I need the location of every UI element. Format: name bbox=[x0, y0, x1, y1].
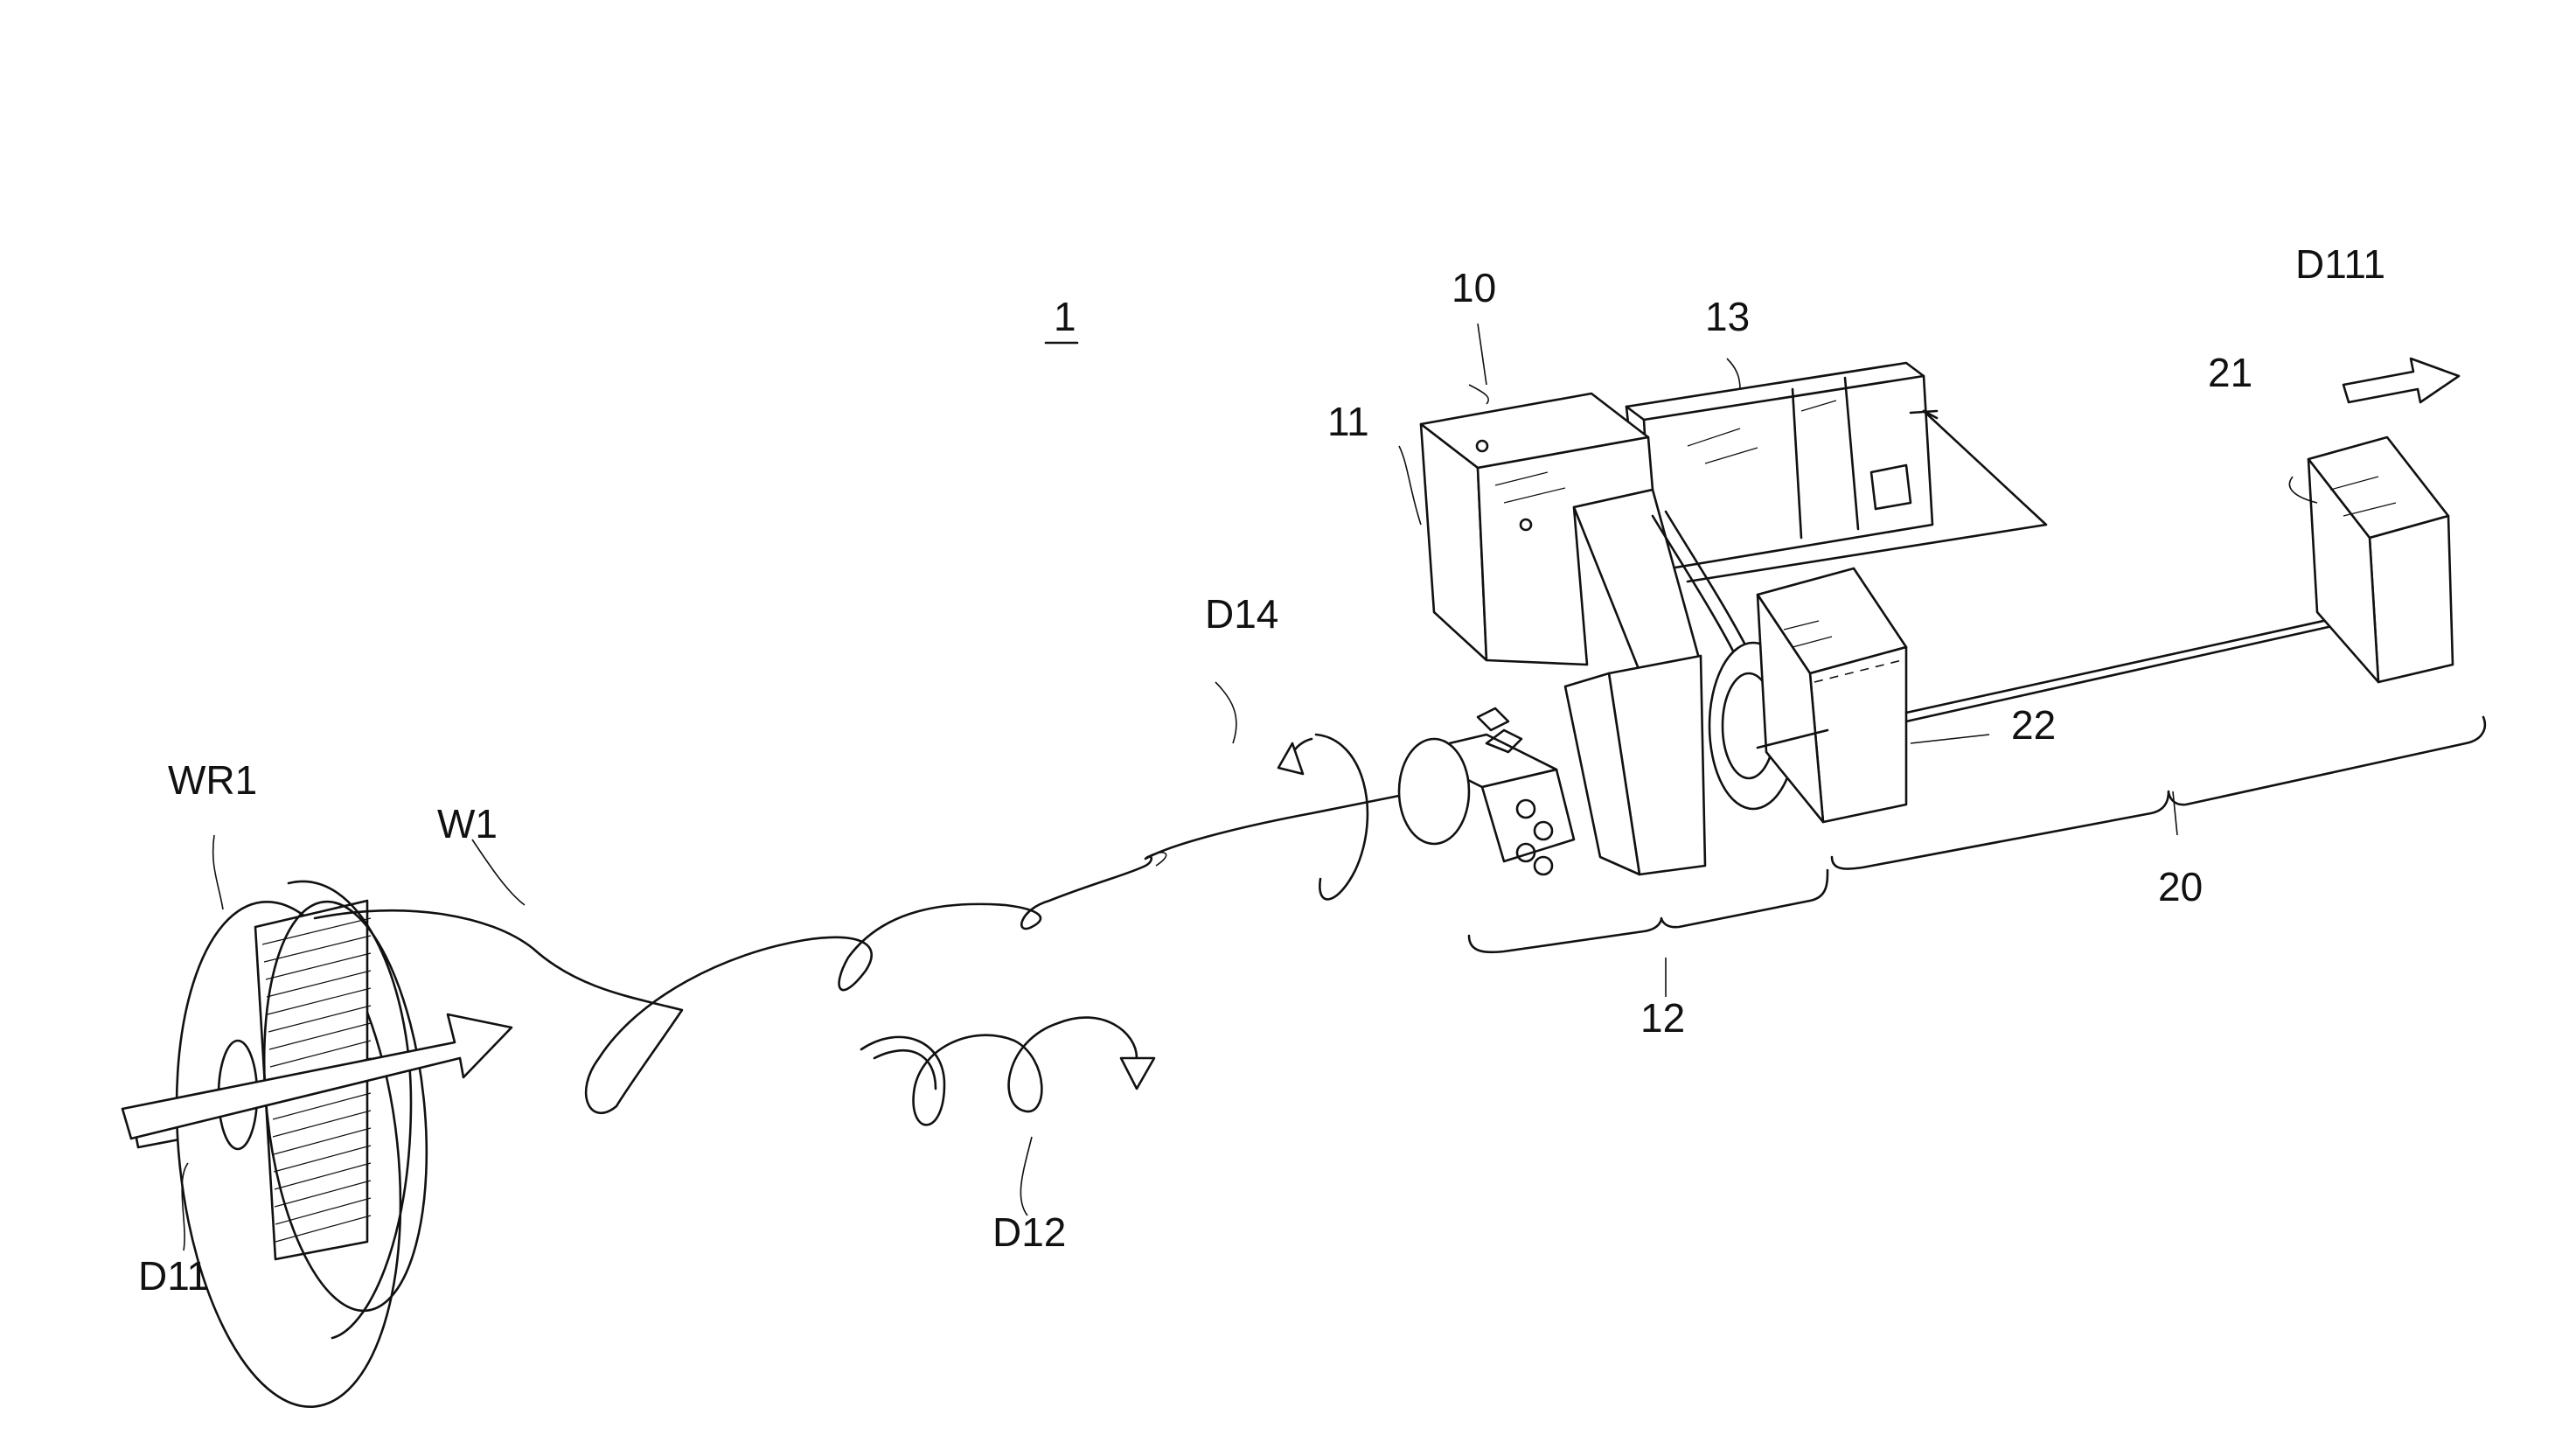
label-block-11: 11 bbox=[1327, 399, 1369, 444]
label-section-20: 20 bbox=[2158, 864, 2203, 909]
leader-lines bbox=[182, 324, 2317, 1250]
label-direction-d111: D111 bbox=[2295, 241, 2385, 287]
label-direction-d14: D14 bbox=[1205, 591, 1278, 637]
brace-20 bbox=[1832, 717, 2485, 869]
label-block-22: 22 bbox=[2011, 702, 2056, 748]
label-direction-d12: D12 bbox=[992, 1209, 1066, 1255]
label-feeder-unit-10: 10 bbox=[1452, 265, 1496, 310]
label-wire-w1: W1 bbox=[437, 801, 498, 846]
wire-reel bbox=[122, 881, 512, 1418]
feeder-unit-10 bbox=[1399, 363, 2046, 874]
label-motor-13: 13 bbox=[1705, 294, 1750, 339]
brace-12 bbox=[1469, 870, 1828, 952]
label-device-1: 1 bbox=[1054, 294, 1076, 339]
label-section-12: 12 bbox=[1640, 995, 1685, 1041]
label-block-21: 21 bbox=[2208, 350, 2252, 395]
label-reel-wr1: WR1 bbox=[168, 757, 257, 803]
spiral-arrow-d12 bbox=[861, 1018, 1154, 1125]
label-direction-d11: D11 bbox=[138, 1253, 209, 1299]
